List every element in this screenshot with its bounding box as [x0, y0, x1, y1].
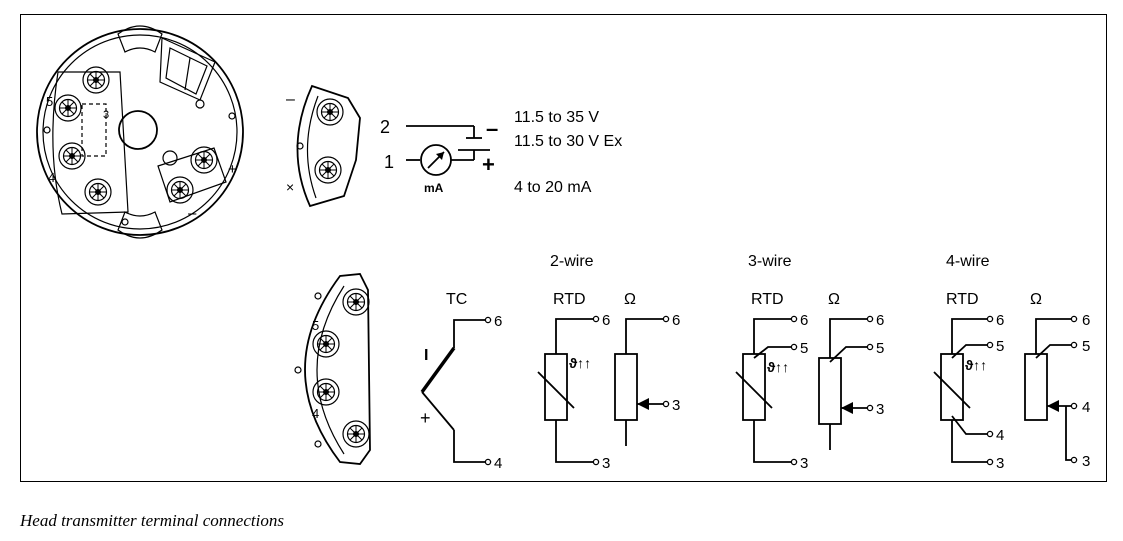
- voltage-range-line1: 11.5 to 35 V: [514, 109, 599, 126]
- supply-plus: +: [482, 152, 495, 177]
- ohm3-pin-6: 6: [876, 312, 884, 329]
- block-mark-5: 5: [312, 318, 319, 333]
- head-mark-5: 5: [46, 94, 53, 109]
- ohm4-label: Ω: [1030, 291, 1042, 308]
- terminal-2-label: 2: [380, 117, 390, 137]
- head-mark-plus: +: [228, 161, 237, 178]
- rtd3-label: RTD: [751, 291, 784, 308]
- tc-pin-4: 4: [494, 455, 502, 472]
- figure-frame: [20, 14, 1107, 482]
- block-mark-4: 4: [312, 406, 319, 421]
- voltage-range-line2: 11.5 to 30 V Ex: [514, 133, 622, 150]
- tc-label: TC: [446, 291, 467, 308]
- supply-minus: –: [486, 116, 498, 141]
- ohm2-label: Ω: [624, 291, 636, 308]
- rtd3-temp-symbol: ϑ↑↑: [767, 359, 789, 375]
- rtd4-temp-symbol: ϑ↑↑: [965, 357, 987, 373]
- rtd2-pin-3: 3: [602, 455, 610, 472]
- ohm-3-wire: Ω 6 5 3: [818, 291, 884, 450]
- tc-minus-mark: I: [424, 347, 428, 364]
- head-mark-minus: –: [188, 205, 197, 222]
- ohm3-pin-3: 3: [876, 401, 884, 418]
- group-2-wire: 2-wire: [550, 253, 594, 270]
- rtd2-temp-symbol: ϑ↑↑: [569, 355, 591, 371]
- ohm4-pin-3: 3: [1082, 453, 1090, 470]
- ohm2-pin-3: 3: [672, 397, 680, 414]
- thermocouple-circuit: TC 6 4 I +: [420, 291, 502, 472]
- tc-pin-6: 6: [494, 313, 502, 330]
- ohm4-pin-4: 4: [1082, 399, 1090, 416]
- power-terminal-block: – ×: [286, 84, 361, 208]
- rtd4-pin-3: 3: [996, 455, 1004, 472]
- current-range-label: 4 to 20 mA: [514, 179, 592, 196]
- rtd4-pin-5: 5: [996, 338, 1004, 355]
- rtd3-pin-3: 3: [800, 455, 808, 472]
- ohm3-pin-5: 5: [876, 340, 884, 357]
- terminal-1-label: 1: [384, 152, 394, 172]
- block-plus-mark: ×: [286, 179, 294, 195]
- ohm-2-wire: Ω 6 3: [614, 291, 680, 446]
- rtd-2-wire: RTD ϑ↑↑ 6 3: [537, 291, 610, 472]
- group-4-wire: 4-wire: [946, 253, 990, 270]
- rtd4-pin-6: 6: [996, 312, 1004, 329]
- rtd3-pin-6: 6: [800, 312, 808, 329]
- head-transmitter-view: 5 3 4 + –: [36, 25, 244, 239]
- tc-plus-mark: +: [420, 408, 431, 428]
- ohm3-label: Ω: [828, 291, 840, 308]
- rtd3-pin-5: 5: [800, 340, 808, 357]
- group-3-wire: 3-wire: [748, 253, 792, 270]
- ohm-4-wire: Ω 6 5 4 3: [1024, 291, 1090, 470]
- power-circuit: 2 1 – + mA 11.5 to 35 V 11.5 to 30 V Ex …: [380, 109, 622, 196]
- meter-unit-label: mA: [424, 181, 444, 195]
- ohm4-pin-5: 5: [1082, 338, 1090, 355]
- rtd4-label: RTD: [946, 291, 979, 308]
- rtd2-label: RTD: [553, 291, 586, 308]
- head-mark-3: 3: [103, 109, 109, 121]
- ohm2-pin-6: 6: [672, 312, 680, 329]
- figure-caption: Head transmitter terminal connections: [20, 511, 284, 530]
- rtd-3-wire: RTD ϑ↑↑ 6 5 3: [735, 291, 808, 472]
- sensor-terminal-block: 5 4: [294, 273, 371, 465]
- ohm4-pin-6: 6: [1082, 312, 1090, 329]
- block-minus-mark: –: [286, 91, 295, 108]
- rtd2-pin-6: 6: [602, 312, 610, 329]
- rtd-4-wire: RTD ϑ↑↑ 6 5 4 3: [933, 291, 1004, 472]
- wiring-diagram: 5 3 4 + – – × 2 1 – + mA 11.5 to 35 V 11…: [36, 25, 1090, 472]
- rtd4-pin-4: 4: [996, 427, 1004, 444]
- head-mark-4: 4: [48, 170, 55, 185]
